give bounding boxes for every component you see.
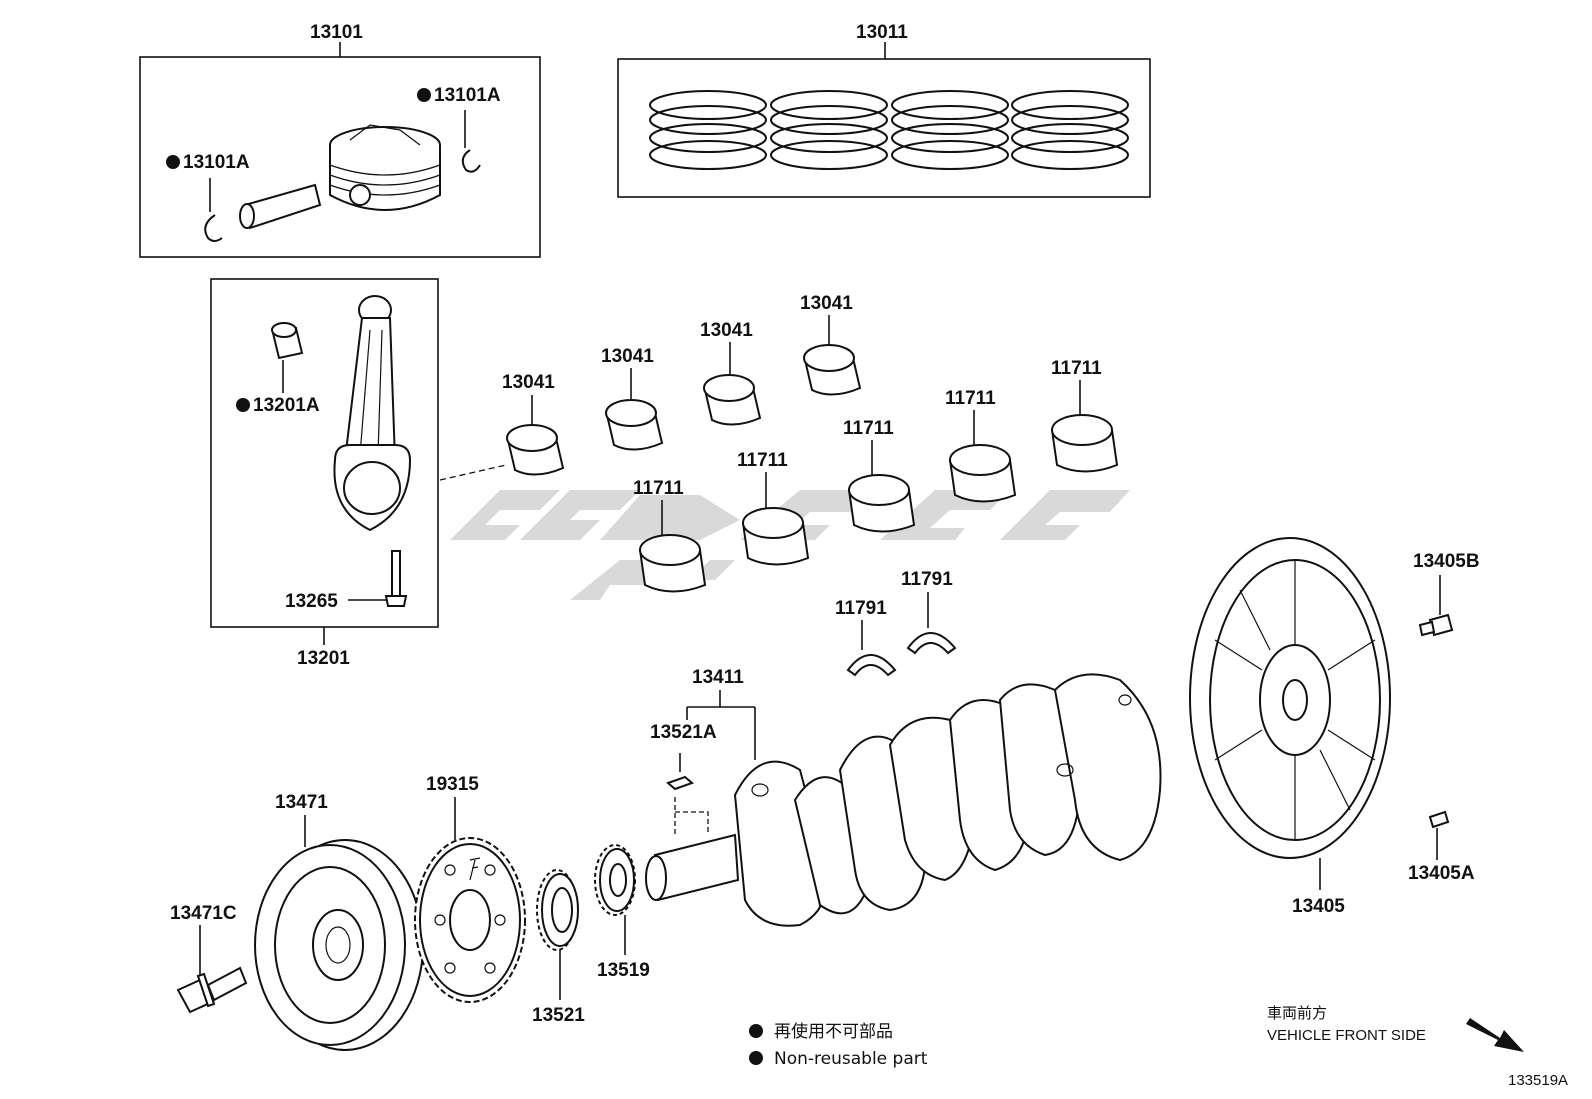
- leader-dashed: [439, 464, 507, 481]
- rod-bearing-1: [506, 395, 565, 476]
- connecting-rod-box: [210, 278, 439, 645]
- legend-en: Non-reusable part: [774, 1049, 928, 1069]
- main-bearing-2: [742, 472, 810, 566]
- label-13519: 13519: [597, 960, 650, 981]
- rod-bearing-3: [703, 342, 762, 426]
- piston-ring-set-3: [891, 90, 1009, 170]
- legend-jp: 再使用不可部品: [774, 1021, 893, 1042]
- thrust-washer-2: [906, 592, 957, 655]
- piston: [329, 124, 441, 211]
- label-13101: 13101: [310, 22, 363, 43]
- crank-timing-rotor: [414, 797, 526, 1003]
- label-19315: 19315: [426, 774, 479, 795]
- snap-ring-right: [461, 110, 481, 173]
- drive-plate-pin: [1428, 810, 1450, 860]
- small-end-bushing: [271, 322, 304, 393]
- legend-dot-en: [749, 1051, 763, 1065]
- piston-pin: [239, 183, 322, 230]
- label-13041-3: 13041: [700, 320, 753, 341]
- label-13201: 13201: [297, 648, 350, 669]
- main-bearing-5: [1051, 380, 1119, 473]
- label-11711-2: 11711: [737, 450, 788, 471]
- label-13041-2: 13041: [601, 346, 654, 367]
- label-11711-3: 11711: [843, 418, 894, 439]
- figure-id: 133519A: [1508, 1072, 1568, 1089]
- direction-en: VEHICLE FRONT SIDE: [1267, 1027, 1426, 1044]
- thrust-washer-1: [846, 620, 897, 677]
- label-13011: 13011: [856, 22, 908, 43]
- direction-jp: 車両前方: [1267, 1005, 1327, 1022]
- label-11791-2: 11791: [901, 569, 953, 590]
- ring-set-box: [617, 42, 1151, 198]
- crankshaft-leader: [679, 690, 756, 772]
- label-13201A: 13201A: [253, 395, 320, 416]
- drive-plate-bolt: [1418, 575, 1454, 637]
- rod-bearing-4: [803, 315, 862, 396]
- label-13411: 13411: [692, 667, 744, 688]
- crank-key: [666, 775, 709, 835]
- piston-ring-set-1: [649, 90, 767, 170]
- non-reusable-dot: [166, 155, 180, 169]
- legend-dot-jp: [749, 1024, 763, 1038]
- rod-bolt: [348, 550, 408, 607]
- snap-ring-left: [204, 178, 223, 242]
- connecting-rod: [333, 295, 412, 532]
- pulley-bolt: [176, 925, 248, 1014]
- rod-bearing-2: [605, 368, 664, 451]
- label-13521: 13521: [532, 1005, 585, 1026]
- piston-group-box: [139, 42, 541, 258]
- main-bearing-4: [949, 410, 1017, 503]
- piston-ring-set-4: [1011, 90, 1129, 170]
- oil-pump-drive-gear: [594, 844, 636, 955]
- label-13521A: 13521A: [650, 722, 717, 743]
- main-bearing-1: [639, 500, 707, 593]
- piston-ring-set-2: [770, 90, 888, 170]
- non-reusable-dot: [236, 398, 250, 412]
- crank-timing-gear: [536, 869, 579, 1000]
- label-11711-1: 11711: [633, 478, 684, 499]
- label-13405A: 13405A: [1408, 863, 1475, 884]
- label-13101A-left: 13101A: [183, 152, 250, 173]
- label-13405: 13405: [1292, 896, 1345, 917]
- label-11711-5: 11711: [1051, 358, 1102, 379]
- crankshaft: [645, 673, 1162, 927]
- label-13471C: 13471C: [170, 903, 237, 924]
- crankshaft-pulley: [254, 815, 424, 1051]
- label-13265: 13265: [285, 591, 338, 612]
- label-13041-4: 13041: [800, 293, 853, 314]
- label-13405B: 13405B: [1413, 551, 1480, 572]
- drive-plate: [1189, 537, 1391, 890]
- front-direction-arrow-icon: [1466, 1018, 1524, 1052]
- label-11711-4: 11711: [945, 388, 996, 409]
- main-bearing-3: [848, 440, 916, 533]
- non-reusable-dot: [417, 88, 431, 102]
- label-11791-1: 11791: [835, 598, 887, 619]
- label-13101A-right: 13101A: [434, 85, 501, 106]
- label-13471: 13471: [275, 792, 328, 813]
- label-13041-1: 13041: [502, 372, 555, 393]
